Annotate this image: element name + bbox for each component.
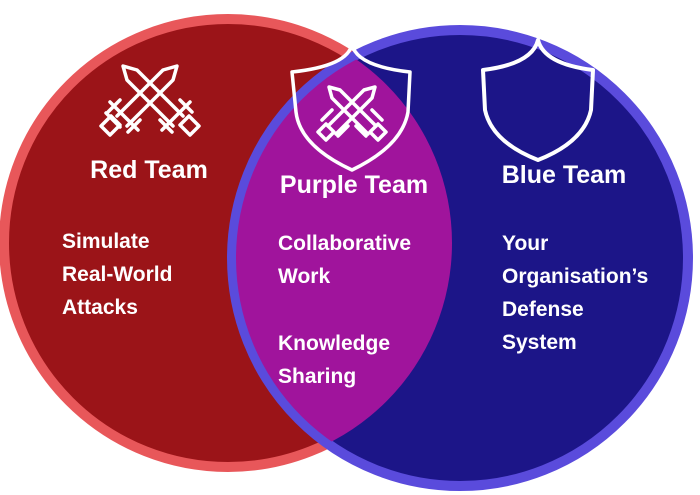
blue-team-line-2: Organisation’s bbox=[502, 265, 648, 288]
purple-team-group1-line-2: Work bbox=[278, 265, 330, 288]
crossed-swords-icon bbox=[99, 64, 201, 137]
blue-team-line-1: Your bbox=[502, 232, 548, 255]
purple-team-group1-line-1: Collaborative bbox=[278, 232, 411, 255]
blue-team-title: Blue Team bbox=[502, 161, 627, 189]
blue-team-line-3: Defense bbox=[502, 298, 584, 321]
purple-team-overlap bbox=[236, 34, 452, 467]
purple-team-group2-line-1: Knowledge bbox=[278, 332, 390, 355]
red-team-line-3: Attacks bbox=[62, 296, 138, 319]
red-team-line-2: Real-World bbox=[62, 263, 172, 286]
red-team-line-1: Simulate bbox=[62, 230, 150, 253]
shield-icon bbox=[481, 38, 595, 162]
blue-team-line-4: System bbox=[502, 331, 577, 354]
purple-team-group2-line-2: Sharing bbox=[278, 365, 356, 388]
purple-team-title: Purple Team bbox=[280, 171, 428, 199]
red-team-title: Red Team bbox=[90, 156, 208, 184]
shield-with-crossed-swords-icon bbox=[290, 42, 412, 172]
